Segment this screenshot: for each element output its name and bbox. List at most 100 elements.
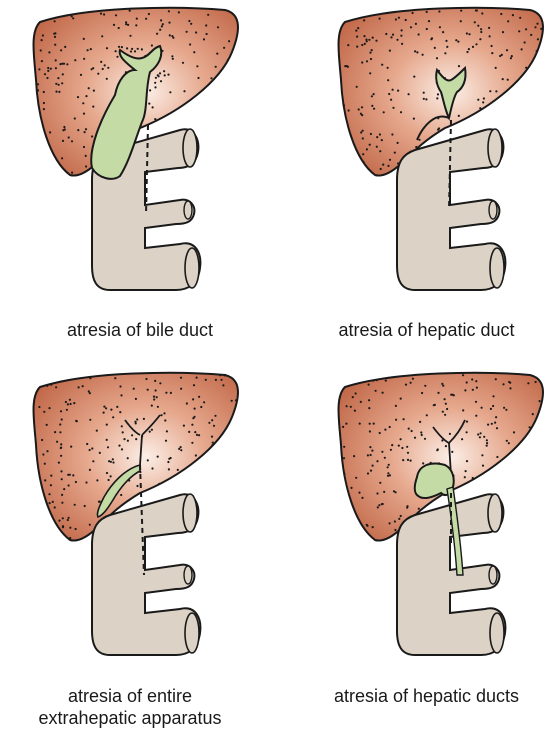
liver-dot [361, 44, 363, 46]
liver-dot [43, 108, 45, 110]
liver-dot [347, 44, 349, 46]
liver-dot [214, 415, 216, 417]
liver-dot [466, 32, 468, 34]
liver-dot [371, 450, 373, 452]
liver-dot [362, 130, 364, 132]
liver-dot [441, 383, 443, 385]
liver-dot [401, 43, 403, 45]
liver-dot [415, 23, 417, 25]
liver-dot [363, 19, 365, 21]
liver-dot [195, 31, 197, 33]
liver-dot [436, 57, 438, 59]
liver-dot [69, 527, 71, 529]
liver-dot [449, 433, 451, 435]
caption-line: atresia of entire [0, 685, 260, 707]
liver-dot [66, 409, 68, 411]
liver-dot [83, 113, 85, 115]
liver-dot [85, 481, 87, 483]
liver-dot [479, 107, 481, 109]
liver-dot [82, 102, 84, 104]
liver-dot [63, 63, 65, 65]
liver-dot [53, 33, 55, 35]
duodenum-opening [488, 494, 502, 532]
liver-dot [481, 407, 483, 409]
liver-dot [375, 40, 377, 42]
liver-dot [125, 23, 127, 25]
liver-dot [211, 444, 213, 446]
liver-dot [77, 96, 79, 98]
liver-dot [115, 50, 117, 52]
liver-dot [168, 10, 170, 12]
liver-dot [413, 118, 415, 120]
liver-dot [480, 31, 482, 33]
liver-dot [44, 73, 46, 75]
liver-dot [519, 17, 521, 19]
liver-dot [145, 18, 147, 20]
liver-dot [84, 505, 86, 507]
liver-dot [165, 392, 167, 394]
liver-dot [75, 481, 77, 483]
liver-dot [362, 137, 364, 139]
liver-dot [65, 401, 67, 403]
liver-dot [345, 423, 347, 425]
liver-dot [343, 473, 345, 475]
liver-dot [400, 515, 402, 517]
liver-dot [96, 430, 98, 432]
liver-dot [67, 519, 69, 521]
liver-dot [71, 15, 73, 17]
liver-dot [482, 465, 484, 467]
liver-dot [375, 390, 377, 392]
liver-dot [481, 454, 483, 456]
liver-dot [64, 128, 66, 130]
liver-dot [366, 148, 368, 150]
liver-dot [425, 98, 427, 100]
liver-dot [359, 423, 361, 425]
liver-dot [529, 426, 531, 428]
liver-dot [114, 377, 116, 379]
liver-dot [102, 68, 104, 70]
liver-dot [420, 431, 422, 433]
liver-dot [131, 48, 133, 50]
liver-dot [60, 470, 62, 472]
liver-dot [121, 425, 123, 427]
liver-dot [437, 93, 439, 95]
liver-dot [369, 423, 371, 425]
liver-dot [475, 415, 477, 417]
liver-dot [379, 150, 381, 152]
liver-dot [480, 432, 482, 434]
liver-dot [472, 46, 474, 48]
liver-dot [155, 77, 157, 79]
liver-dot [161, 25, 163, 27]
liver-dot [131, 434, 133, 436]
liver-dot [426, 414, 428, 416]
liver-dot [464, 476, 466, 478]
liver-dot [371, 95, 373, 97]
liver-dot [61, 502, 63, 504]
liver-dot [444, 398, 446, 400]
liver-dot [112, 458, 114, 460]
liver-dot [46, 450, 48, 452]
liver-dot [385, 380, 387, 382]
liver-dot [151, 429, 153, 431]
liver-dot [356, 46, 358, 48]
liver-dot [60, 443, 62, 445]
liver-dot [466, 421, 468, 423]
liver-dot [37, 83, 39, 85]
liver-dot [507, 79, 509, 81]
liver-dot [122, 431, 124, 433]
liver-dot [468, 33, 470, 35]
liver-dot [106, 78, 108, 80]
liver-dot [455, 39, 457, 41]
liver-dot [61, 157, 63, 159]
liver-dot [392, 34, 394, 36]
liver-dot [220, 379, 222, 381]
liver-dot [381, 139, 383, 141]
liver-dot [536, 50, 538, 52]
liver-dot [353, 455, 355, 457]
liver-dot [85, 95, 87, 97]
liver-dot [154, 118, 156, 120]
liver-dot [436, 97, 438, 99]
liver-dot [475, 401, 477, 403]
liver-dot [177, 469, 179, 471]
liver-dot [370, 133, 372, 135]
